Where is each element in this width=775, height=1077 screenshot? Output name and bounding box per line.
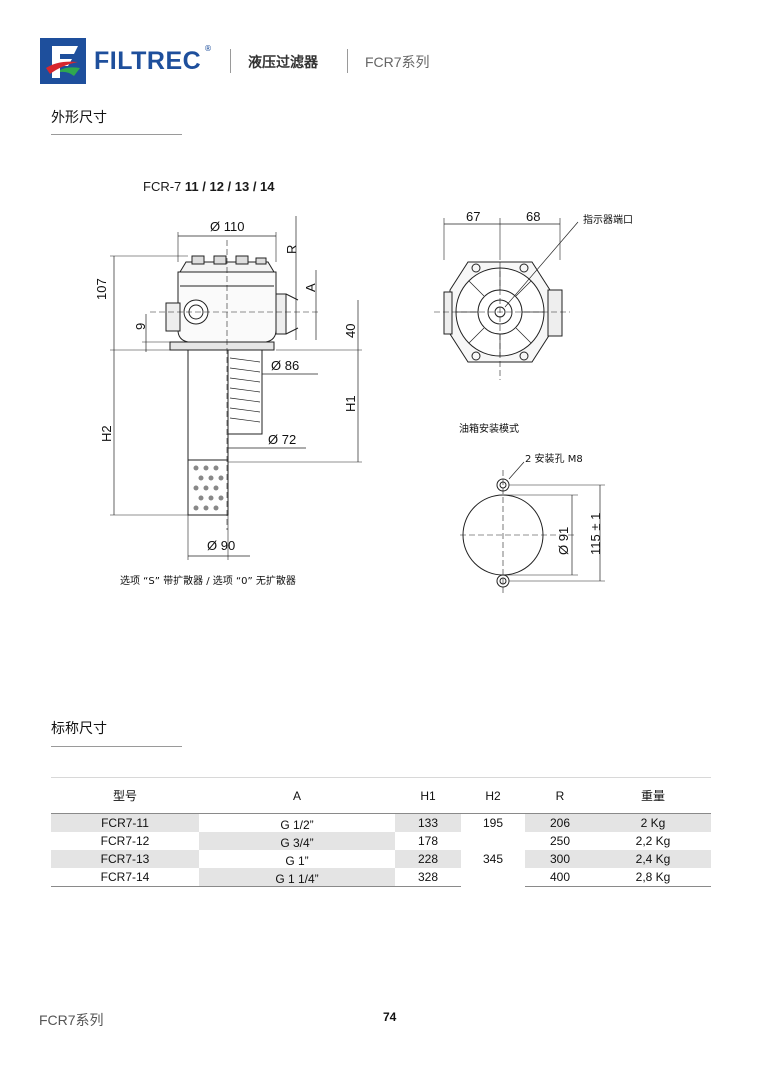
cell-r: 250 bbox=[549, 834, 571, 848]
dim-d90: Ø 90 bbox=[207, 538, 236, 553]
dim-40: 40 bbox=[343, 323, 358, 338]
cell-r: 400 bbox=[525, 868, 595, 887]
col-header-model: 型号 bbox=[51, 777, 199, 814]
header-series: FCR7系列 bbox=[365, 54, 430, 70]
section-underline bbox=[51, 134, 182, 135]
mount-holes-label: 2 安装孔 M8 bbox=[525, 454, 583, 465]
table-row: FCR7-13 G 1” 228 345 300 2,4 Kg bbox=[51, 850, 711, 868]
tank-mounting-label: 油箱安装模式 bbox=[459, 424, 519, 435]
cell-r: 206 bbox=[525, 813, 595, 832]
cell-model: FCR7-12 bbox=[100, 834, 150, 848]
header-category: 液压过滤器 bbox=[248, 55, 318, 71]
cell-h1: 178 bbox=[417, 834, 439, 848]
col-header-weight: 重量 bbox=[595, 777, 711, 814]
table-row: FCR7-11 G 1/2” 133 195 206 2 Kg bbox=[51, 813, 711, 832]
dim-d91: Ø 91 bbox=[556, 526, 571, 555]
section-underline bbox=[51, 746, 182, 747]
table-row: FCR7-14 G 1 1/4” 328 400 2,8 Kg bbox=[51, 868, 711, 887]
model-variants: 11 / 12 / 13 / 14 bbox=[184, 179, 275, 194]
cell-r: 300 bbox=[525, 850, 595, 868]
dim-67: 67 bbox=[466, 209, 481, 224]
cell-h1: 228 bbox=[395, 850, 461, 868]
col-header-h1: H1 bbox=[395, 777, 461, 814]
dim-9: 9 bbox=[133, 322, 148, 330]
cell-weight: 2,8 Kg bbox=[595, 868, 711, 887]
table-header-row: 型号 A H1 H2 R 重量 bbox=[51, 777, 711, 814]
dim-d86: Ø 86 bbox=[271, 358, 300, 373]
col-header-a: A bbox=[199, 777, 395, 814]
label-h2: H2 bbox=[99, 425, 114, 442]
logo-f-icon bbox=[40, 38, 86, 84]
section-title-nominal: 标称尺寸 bbox=[51, 721, 107, 737]
section-title-outline: 外形尺寸 bbox=[51, 110, 107, 126]
header-divider bbox=[230, 49, 231, 73]
cell-weight: 2,4 Kg bbox=[595, 850, 711, 868]
dim-107: 107 bbox=[94, 278, 109, 300]
dim-d110: Ø 110 bbox=[210, 219, 245, 234]
label-a: A bbox=[303, 283, 318, 292]
page-number: 74 bbox=[383, 1010, 397, 1024]
nominal-dimensions-table: 型号 A H1 H2 R 重量 FCR7-11 G 1/2” 133 195 2… bbox=[51, 777, 711, 887]
cell-model: FCR7-11 bbox=[51, 813, 199, 832]
cell-h2: 345 bbox=[482, 852, 504, 866]
registered-mark: ® bbox=[204, 44, 212, 53]
cell-h1: 133 bbox=[395, 813, 461, 832]
cell-weight: 2,2 Kg bbox=[635, 834, 671, 848]
col-header-h2: H2 bbox=[461, 777, 525, 814]
footer-series: FCR7系列 bbox=[39, 1012, 104, 1028]
label-h1: H1 bbox=[343, 395, 358, 412]
model-prefix: FCR-7 bbox=[143, 179, 185, 194]
filtrec-logo-mark bbox=[40, 38, 86, 84]
header-divider bbox=[347, 49, 348, 73]
table-row: FCR7-12 G 3/4” 178 250 2,2 Kg bbox=[51, 832, 711, 850]
cell-a: G 3/4” bbox=[199, 832, 395, 850]
cell-a: G 1” bbox=[285, 854, 309, 868]
tank-mounting-drawing bbox=[460, 461, 605, 596]
cell-weight: 2 Kg bbox=[595, 813, 711, 832]
cell-a: G 1/2” bbox=[280, 818, 314, 832]
cell-model: FCR7-13 bbox=[51, 850, 199, 868]
dim-d72: Ø 72 bbox=[268, 432, 297, 447]
filter-side-view-drawing bbox=[110, 216, 362, 560]
indicator-port-label: 指示器端口 bbox=[583, 215, 633, 226]
cell-h1: 328 bbox=[395, 868, 461, 887]
col-header-r: R bbox=[525, 777, 595, 814]
label-r: R bbox=[284, 244, 299, 254]
cell-h2: 195 bbox=[482, 816, 504, 830]
cell-model: FCR7-14 bbox=[51, 868, 199, 887]
brand-wordmark: FILTREC bbox=[94, 47, 202, 75]
dim-68: 68 bbox=[526, 209, 541, 224]
model-title: FCR-7 11 / 12 / 13 / 14 bbox=[143, 179, 275, 194]
dim-115: 115 ± 1 bbox=[588, 512, 603, 555]
filter-top-view-drawing bbox=[434, 218, 579, 380]
cell-a: G 1 1/4” bbox=[199, 868, 395, 887]
drawing-caption: 选项 “S” 带扩散器 / 选项 “0” 无扩散器 bbox=[120, 576, 296, 587]
